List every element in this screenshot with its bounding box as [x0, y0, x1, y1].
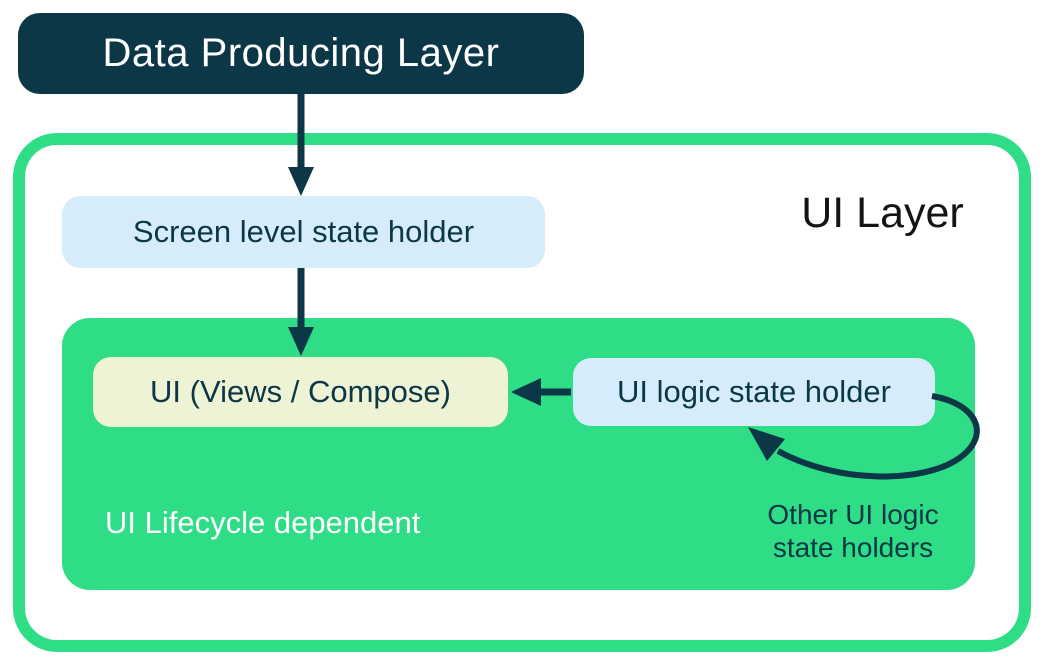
loop-caption-line2: state holders [772, 532, 934, 563]
node-ui-logic-state-holder: UI logic state holder [573, 358, 935, 426]
node-data-producing-layer-label: Data Producing Layer [102, 31, 500, 75]
node-ui-logic-state-holder-label: UI logic state holder [617, 374, 891, 409]
ui-layer-title: UI Layer [801, 189, 964, 237]
lifecycle-caption: UI Lifecycle dependent [105, 505, 421, 540]
node-screen-level-state-holder-label: Screen level state holder [132, 214, 475, 249]
node-data-producing-layer: Data Producing Layer [18, 13, 584, 94]
loop-caption-line1: Other UI logic [767, 499, 939, 530]
node-ui-views-compose-label: UI (Views / Compose) [150, 374, 451, 409]
node-screen-level-state-holder: Screen level state holder [62, 196, 545, 268]
node-ui-views-compose: UI (Views / Compose) [93, 357, 508, 427]
loop-caption: Other UI logic state holders [738, 498, 968, 564]
